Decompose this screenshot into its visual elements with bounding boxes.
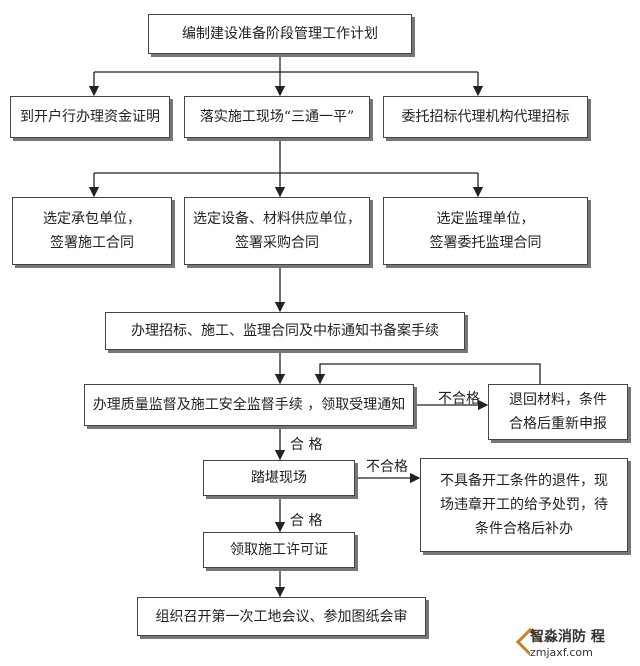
step-text: 选定承包单位， (43, 211, 141, 227)
step-text: 合格后重新申报 (509, 416, 607, 432)
step-return-materials: 退回材料，条件合格后重新申报 (488, 384, 628, 440)
step-text: 到开户行办理资金证明 (20, 109, 160, 125)
step-supplier: 选定设备、材料供应单位， 签署采购合同 (184, 197, 370, 265)
label-pass: 合 格 (290, 437, 323, 453)
step-text: 办理质量监督及施工安全监督手续 ，领取受理通知 (92, 397, 406, 413)
step-plan: 编制建设准备阶段管理工作计划 (148, 14, 412, 54)
watermark-name: 智淼消防 程 (530, 629, 605, 645)
step-supervisor: 选定监理单位， 签署委托监理合同 (383, 197, 588, 265)
step-text: 编制建设准备阶段管理工作计划 (182, 26, 378, 42)
step-text: 领取施工许可证 (230, 542, 328, 558)
step-text: 不具备开工条件的退件，现 (440, 473, 608, 489)
step-first-meeting: 组织召开第一次工地会议、参加图纸会审 (137, 597, 426, 636)
step-fund-proof: 到开户行办理资金证明 (10, 96, 170, 138)
step-site-survey: 踏堪现场 (203, 460, 355, 496)
step-filing: 办理招标、施工、监理合同及中标通知书备案手续 (105, 312, 465, 350)
step-text: 选定设备、材料供应单位， (193, 211, 361, 227)
label-pass: 合 格 (290, 513, 323, 529)
step-text: 签署采购合同 (235, 235, 319, 251)
step-tender-agent: 委托招标代理机构代理招标 (383, 96, 588, 138)
step-contractor: 选定承包单位， 签署施工合同 (12, 197, 172, 265)
step-text: 委托招标代理机构代理招标 (401, 109, 570, 125)
step-text: 落实施工现场“三通一平” (199, 109, 355, 125)
step-text: 签署施工合同 (50, 235, 134, 251)
watermark-url: zmjaxf.com (530, 646, 593, 659)
step-text: 办理招标、施工、监理合同及中标通知书备案手续 (131, 323, 439, 339)
step-text: 签署委托监理合同 (429, 235, 542, 251)
step-text: 场违章开工的给予处罚，待 (440, 497, 608, 513)
step-permit: 领取施工许可证 (203, 532, 355, 568)
step-quality-supervision: 办理质量监督及施工安全监督手续 ，领取受理通知 (84, 384, 414, 426)
step-site-prep: 落实施工现场“三通一平” (184, 96, 370, 138)
label-fail: 不合格 (366, 459, 408, 475)
step-text: 选定监理单位， (436, 211, 535, 227)
step-text: 退回材料，条件 (509, 392, 607, 408)
step-penalty: 不具备开工条件的退件，现场违章开工的给予处罚，待条件合格后补办 (420, 458, 628, 552)
step-text: 条件合格后补办 (475, 521, 573, 537)
label-fail: 不合格 (438, 391, 480, 407)
step-text: 踏堪现场 (251, 470, 307, 486)
step-text: 组织召开第一次工地会议、参加图纸会审 (155, 608, 408, 625)
